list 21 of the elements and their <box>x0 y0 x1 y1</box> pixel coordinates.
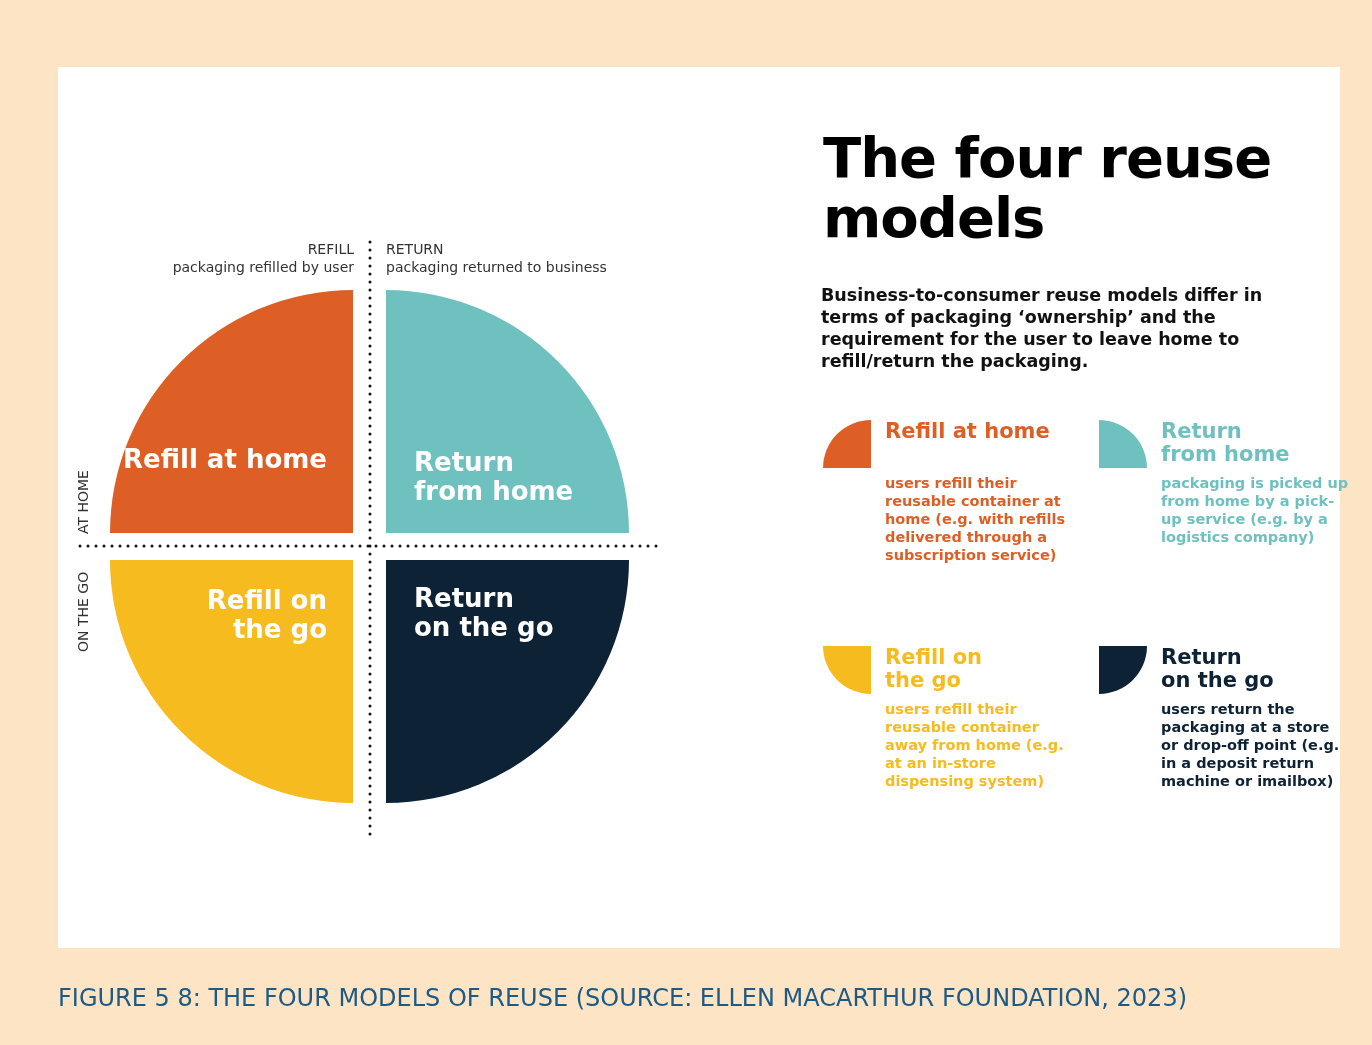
quadrant-title: Refill at home <box>122 445 327 474</box>
quadrant-title: Return on the go <box>414 584 555 642</box>
model-description: users refill their reusable container away from home (e.g. at an in-store dispensing system) <box>885 700 1065 790</box>
quadrant-title: Return from home <box>414 448 575 506</box>
title: The four reuse models <box>823 128 1273 248</box>
model-heading: Refill at home <box>885 420 1051 443</box>
quadrant-title: Refill on the go <box>205 586 327 644</box>
axis-label: packaging returned to business <box>386 258 607 276</box>
model-description: users return the packaging at a store or drop-off point (e.g. in a deposit return machine or imailbox) <box>1161 700 1341 790</box>
axis-label: AT HOME <box>74 469 92 534</box>
model-heading: Return on the go <box>1161 646 1275 692</box>
model-description: users refill their reusable container at home (e.g. with refills delivered through a subscription service) <box>885 474 1067 564</box>
description-paragraph: Business-to-consumer reuse models differ in terms of packaging ‘ownership’ and the requirement for the user to leave home to refill/return the packaging. <box>821 284 1264 372</box>
figure-caption: FIGURE 5 8: THE FOUR MODELS OF REUSE (SOURCE: ELLEN MACARTHUR FOUNDATION, 2023) <box>58 984 1188 1012</box>
axis-label: ON THE GO <box>74 570 92 652</box>
model-description: packaging is picked up from home by a pick-up service (e.g. by a logistics company) <box>1161 474 1350 546</box>
model-heading: Refill on the go <box>885 646 984 692</box>
axis-label: RETURN <box>386 240 444 258</box>
model-heading: Return from home <box>1161 420 1291 466</box>
axis-label: packaging refilled by user <box>172 258 354 276</box>
axis-label: REFILL <box>307 240 354 258</box>
